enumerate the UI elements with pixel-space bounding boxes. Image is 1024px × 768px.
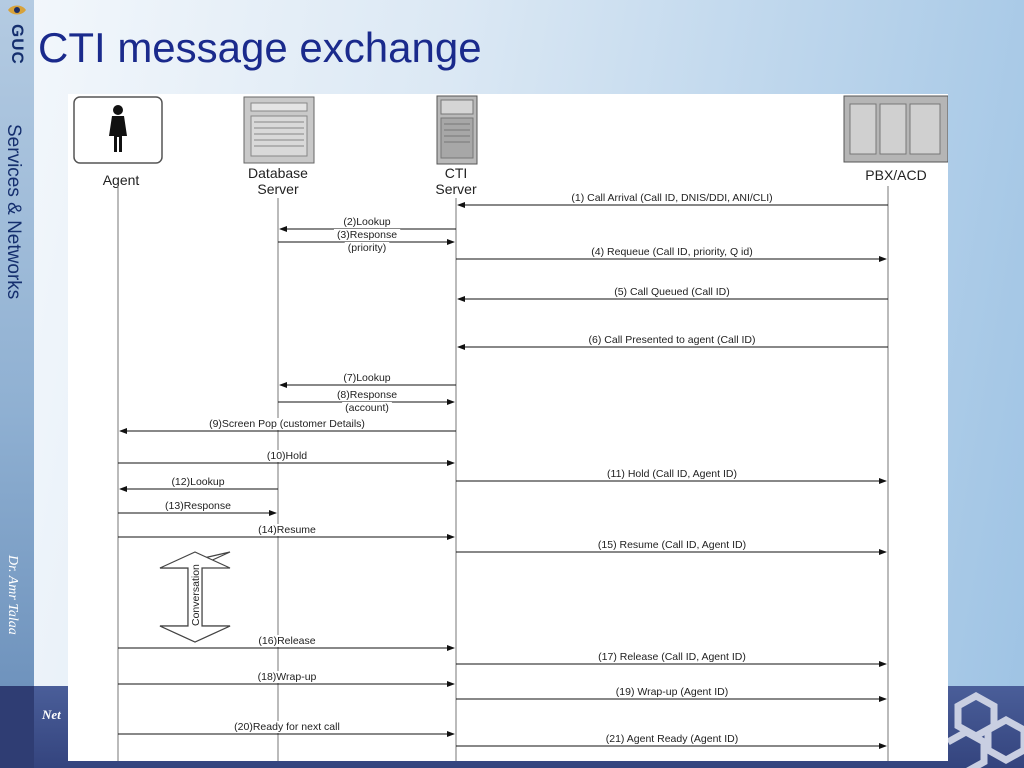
message-label-20-bg (231, 721, 343, 733)
message-arrows: (1) Call Arrival (Call ID, DNIS/DDI, ANI… (118, 192, 888, 749)
slide-title: CTI message exchange (38, 24, 482, 71)
pbx-acd-icon (843, 95, 948, 163)
hexagon-pattern-icon (946, 691, 1024, 768)
side-label: Services & Networks (3, 124, 24, 300)
message-label-4-bg (588, 246, 756, 258)
message-label-1-bg (568, 192, 776, 204)
message-label-17: (17) Release (Call ID, Agent ID) (598, 651, 746, 663)
message-label-21: (21) Agent Ready (Agent ID) (606, 733, 739, 745)
database-server-icon (243, 96, 315, 164)
message-label-11: (11) Hold (Call ID, Agent ID) (607, 468, 737, 480)
sequence-diagram: Agent Database Server CTI Server PBX/ACD… (68, 94, 948, 761)
message-label-15-bg (594, 539, 750, 551)
message-label-15: (15) Resume (Call ID, Agent ID) (598, 539, 746, 551)
message-label-5-bg (611, 286, 733, 298)
left-sidebar (0, 0, 34, 686)
message-label-1: (1) Call Arrival (Call ID, DNIS/DDI, ANI… (571, 192, 772, 204)
message-label-8-line1: (8)Response (337, 389, 397, 401)
logo-text: GUC (8, 24, 27, 65)
db-label-line2: Server (257, 181, 299, 197)
message-label-3-line1-bg (333, 229, 401, 241)
message-label-13-bg (162, 500, 235, 512)
message-label-19-bg (612, 686, 732, 698)
cti-label-line1: CTI (445, 165, 468, 181)
message-label-9: (9)Screen Pop (customer Details) (209, 418, 365, 430)
conversation-label: Conversation (190, 564, 202, 626)
message-label-6-bg (585, 334, 759, 346)
message-label-13: (13)Response (165, 500, 231, 512)
message-label-4: (4) Requeue (Call ID, priority, Q id) (591, 246, 752, 258)
message-label-18: (18)Wrap-up (258, 671, 317, 683)
message-label-9-bg (206, 418, 368, 430)
conversation-arrow-icon: Conversation (159, 551, 231, 643)
message-label-7-bg (340, 372, 394, 384)
message-label-17-bg (595, 651, 749, 663)
message-label-21-bg (602, 733, 742, 745)
message-label-7: (7)Lookup (343, 372, 390, 384)
message-label-16: (16)Release (258, 635, 315, 647)
author-name: Dr. Amr Talaa (5, 555, 20, 635)
message-label-11-bg (604, 468, 740, 480)
message-label-18-bg (254, 671, 320, 683)
message-label-2: (2)Lookup (343, 216, 390, 228)
message-label-2-bg (340, 216, 394, 228)
message-label-12: (12)Lookup (171, 476, 224, 488)
message-label-10: (10)Hold (267, 450, 307, 462)
message-label-14: (14)Resume (258, 524, 316, 536)
guc-logo-icon (8, 5, 26, 15)
message-label-6: (6) Call Presented to agent (Call ID) (589, 334, 756, 346)
message-label-12-bg (168, 476, 228, 488)
message-label-8-line1-bg (333, 389, 401, 401)
sequence-diagram-svg: Agent Database Server CTI Server PBX/ACD… (73, 95, 948, 761)
agent-actor (73, 96, 163, 164)
message-label-14-bg (255, 524, 320, 536)
cti-label-line2: Server (435, 181, 477, 197)
message-label-16-bg (255, 635, 319, 647)
db-label-line1: Database (248, 165, 308, 181)
footer-text: Net (42, 707, 61, 722)
message-label-3-line2: (priority) (348, 242, 387, 254)
message-label-20: (20)Ready for next call (234, 721, 340, 733)
message-label-19: (19) Wrap-up (Agent ID) (616, 686, 728, 698)
message-label-10-bg (263, 450, 311, 462)
agent-label: Agent (103, 172, 140, 188)
message-label-3-line2-bg (344, 242, 390, 254)
message-label-8-line2: (account) (345, 402, 389, 414)
message-label-8-line2-bg (342, 402, 392, 414)
cti-server-icon (436, 95, 478, 165)
message-label-5: (5) Call Queued (Call ID) (614, 286, 730, 298)
message-label-3-line1: (3)Response (337, 229, 397, 241)
pbx-label: PBX/ACD (865, 167, 926, 183)
footer-corner (0, 686, 34, 768)
